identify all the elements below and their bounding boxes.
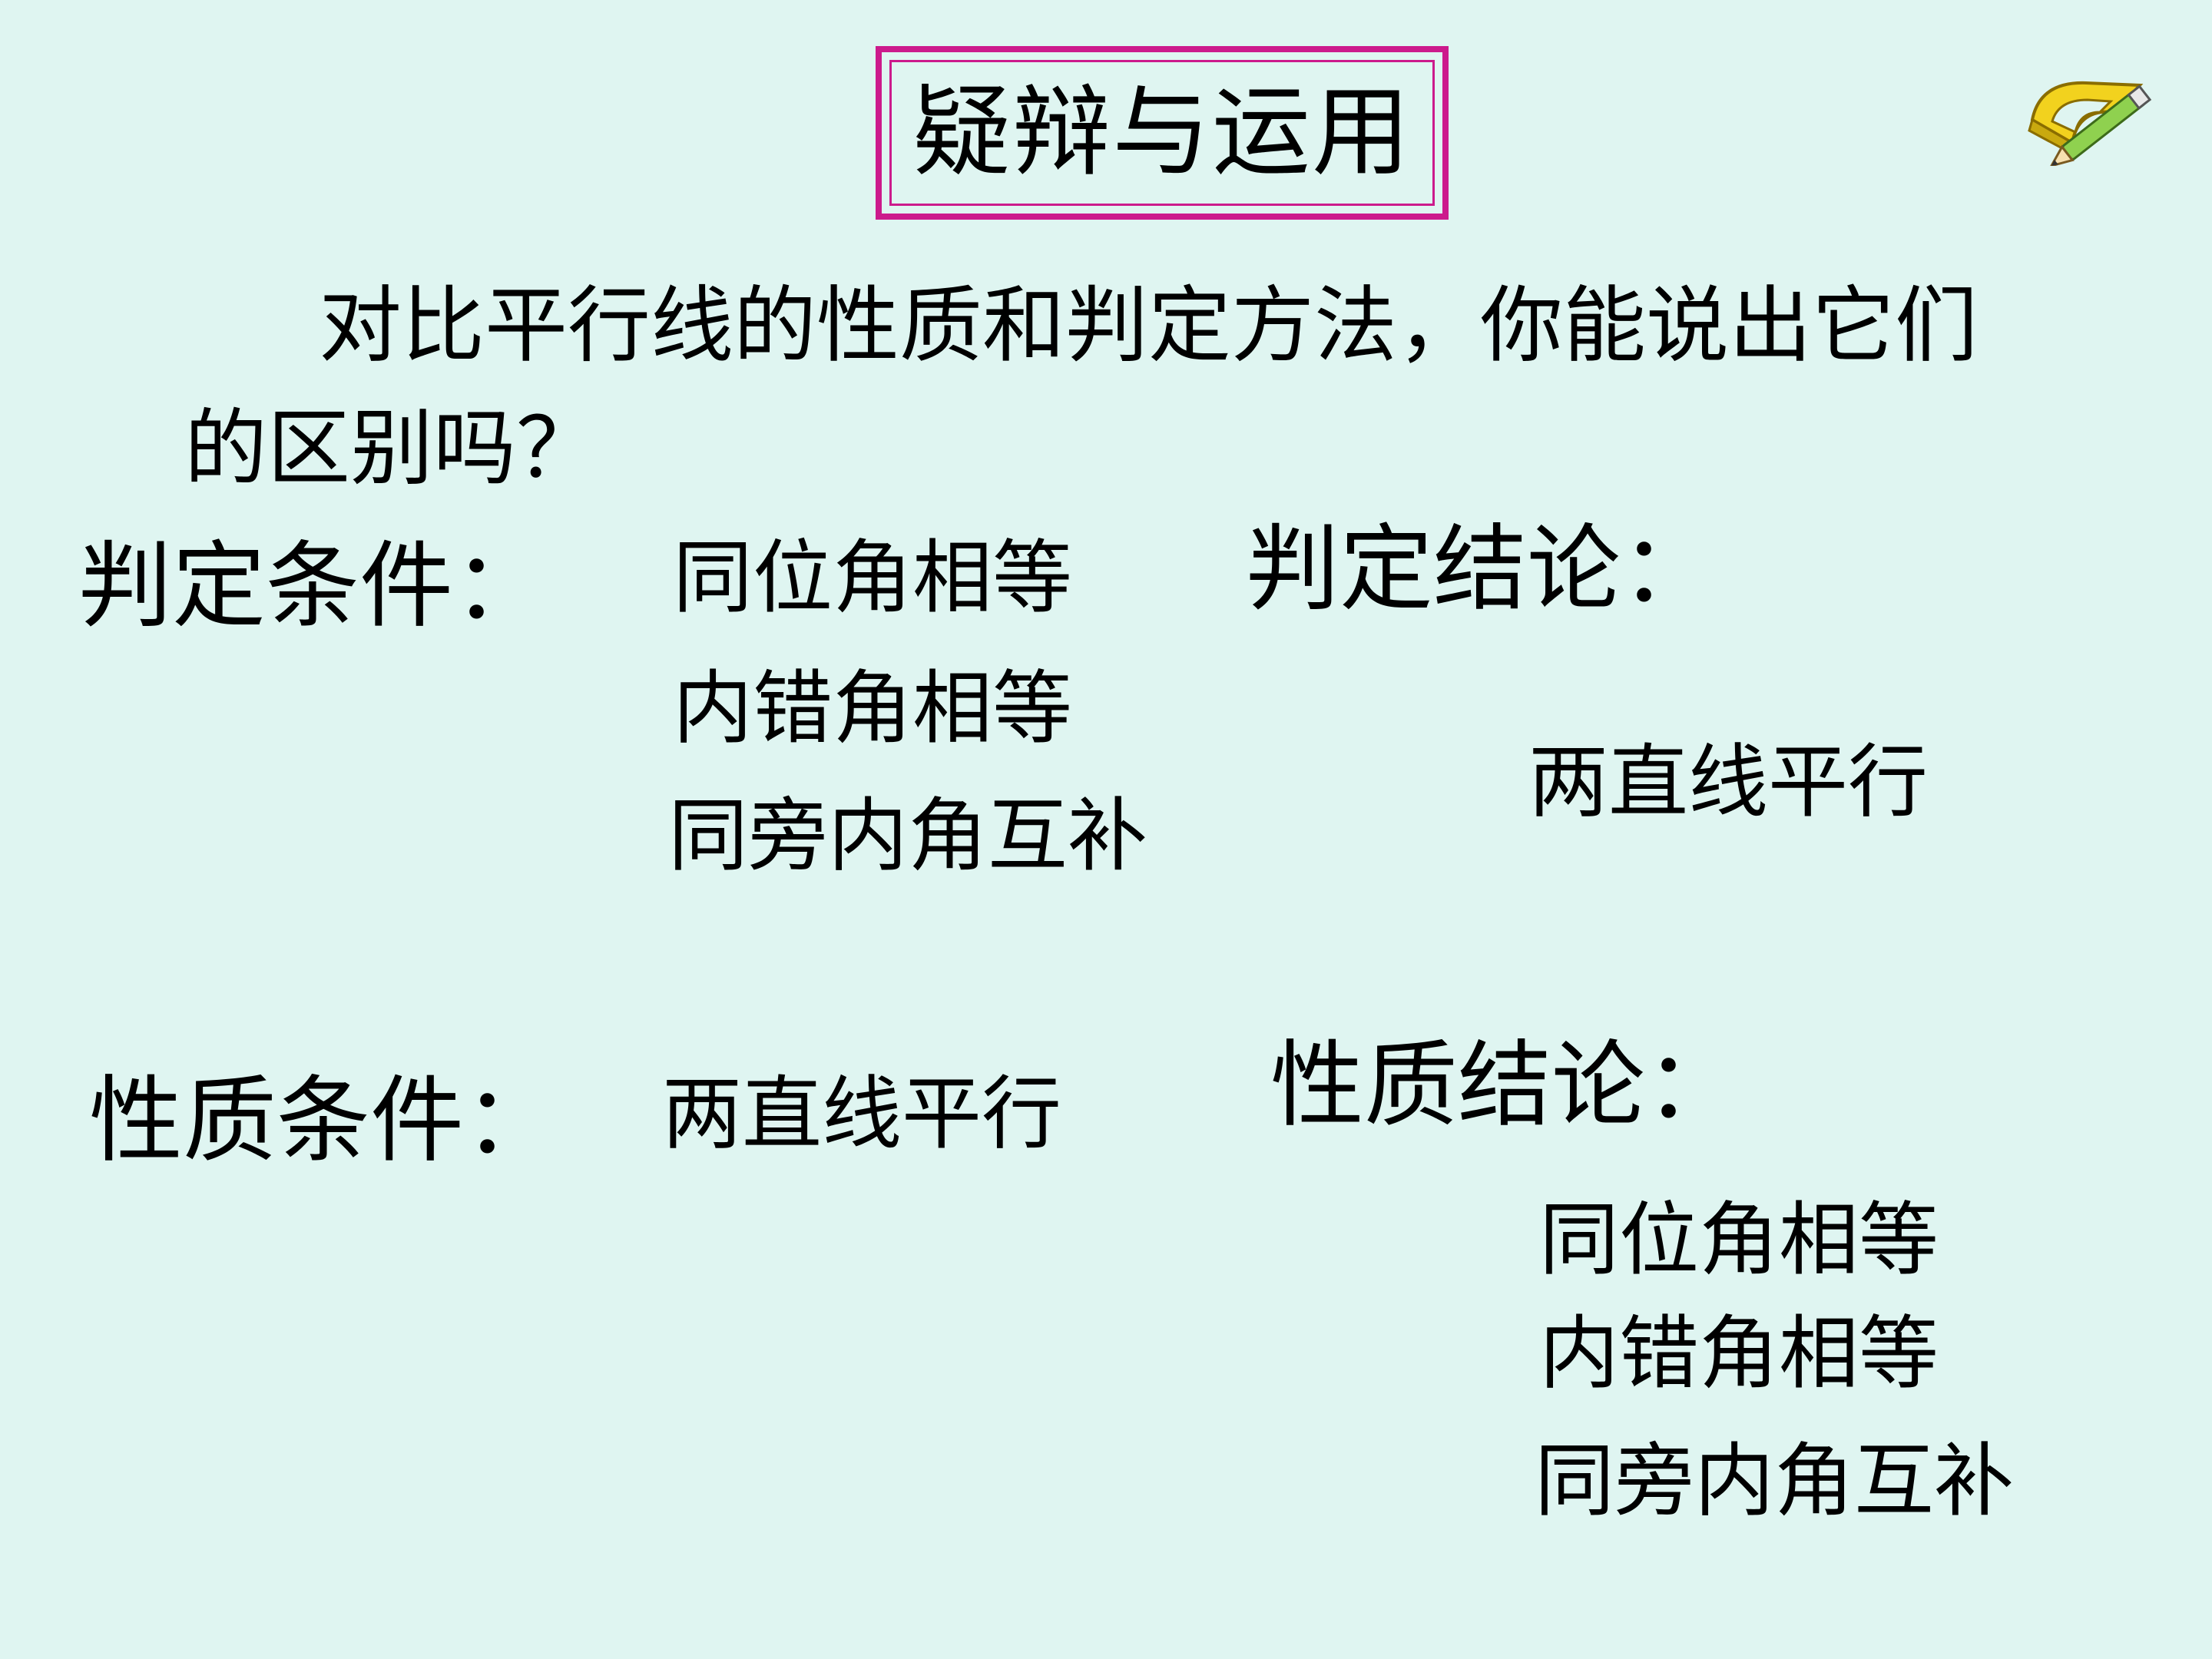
slide-title: 疑辩与运用 <box>912 75 1412 190</box>
property-conclusion-item: 同位角相等 <box>1539 1193 1939 1286</box>
property-condition-item: 两直线平行 <box>662 1067 1062 1161</box>
property-condition-label: 性质条件： <box>89 1066 558 1175</box>
judgement-condition-item: 内错角相等 <box>673 661 1073 755</box>
judgement-condition-item: 同旁内角互补 <box>668 789 1148 882</box>
property-conclusion-item: 内错角相等 <box>1539 1306 1939 1400</box>
question-text: 对比平行线的性质和判定方法，你能说出它们的区别吗？ <box>184 278 1979 497</box>
title-box: 疑辩与运用 <box>876 46 1449 220</box>
judgement-condition-label: 判定条件： <box>78 531 547 641</box>
property-conclusion-label: 性质结论： <box>1270 1031 1739 1140</box>
judgement-conclusion-item: 两直线平行 <box>1528 735 1929 829</box>
judgement-condition-item: 同位角相等 <box>673 531 1073 624</box>
title-inner-border: 疑辩与运用 <box>889 60 1435 206</box>
pencil-ruler-icon <box>2028 81 2152 166</box>
property-conclusion-item: 同旁内角互补 <box>1535 1434 2015 1528</box>
judgement-conclusion-label: 判定结论： <box>1246 515 1714 624</box>
